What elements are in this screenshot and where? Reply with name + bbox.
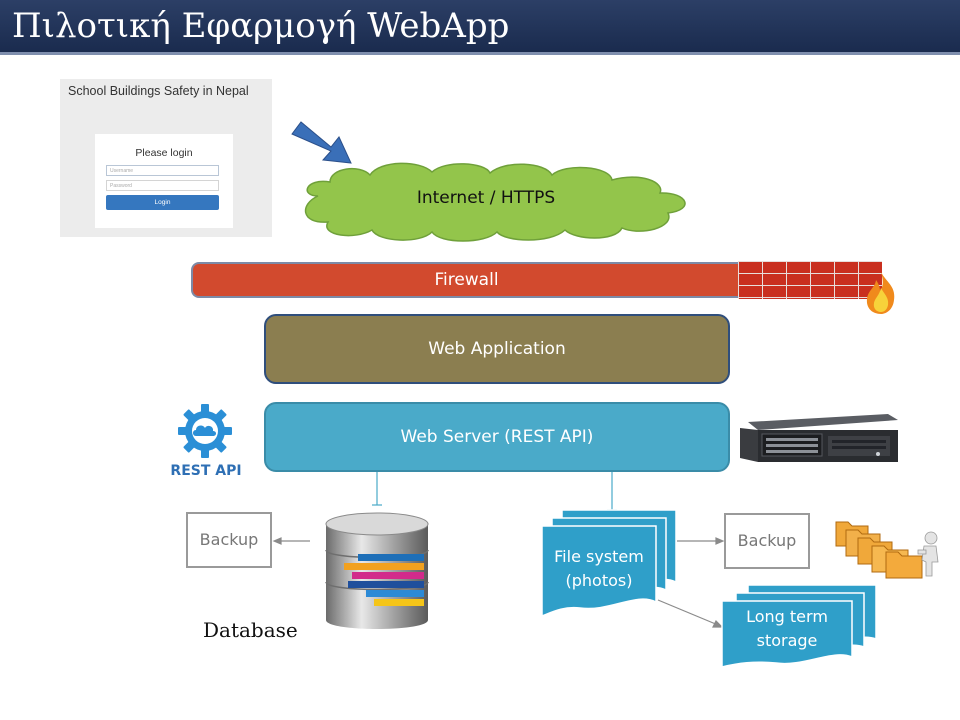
internet-label: Internet / HTTPS: [417, 188, 555, 208]
slide-title: Πιλοτική Εφαρμογή WebApp: [12, 6, 510, 46]
login-button[interactable]: Login: [106, 195, 219, 210]
login-form: Please login Username Password Login: [95, 134, 233, 228]
arrow-icon: [291, 121, 352, 164]
cloud-icon: [304, 162, 686, 242]
rest-api-logo-label: REST API: [170, 463, 242, 479]
login-form-title: Please login: [135, 147, 193, 159]
file-system-label: File system (photos): [542, 545, 656, 593]
server-rack-icon: [740, 414, 898, 462]
flame-icon: [866, 272, 895, 314]
backup-right: Backup: [724, 513, 810, 569]
long-term-storage-line-1: Long term: [746, 607, 828, 626]
login-heading: School Buildings Safety in Nepal: [68, 84, 249, 98]
web-server-layer: Web Server (REST API): [264, 402, 730, 472]
web-application-layer: Web Application: [264, 314, 730, 384]
folders-icon: [835, 521, 939, 579]
firewall-bar: Firewall: [191, 262, 740, 298]
document-stack-icon: [541, 509, 677, 618]
password-field[interactable]: Password: [106, 180, 219, 191]
title-bar: Πιλοτική Εφαρμογή WebApp: [0, 0, 960, 55]
username-field[interactable]: Username: [106, 165, 219, 176]
file-system-line-2: (photos): [565, 571, 633, 590]
brick-wall-icon: [738, 261, 882, 299]
database-label: Database: [203, 618, 298, 642]
long-term-storage-label: Long term storage: [724, 605, 850, 653]
backup-left: Backup: [186, 512, 272, 568]
gear-cloud-icon: [178, 404, 232, 458]
login-screenshot: School Buildings Safety in Nepal Please …: [60, 79, 272, 237]
file-system-line-1: File system: [554, 547, 644, 566]
database-icon: [325, 512, 429, 629]
long-term-storage-line-2: storage: [756, 631, 818, 650]
long-term-storage-icon: [721, 584, 877, 668]
